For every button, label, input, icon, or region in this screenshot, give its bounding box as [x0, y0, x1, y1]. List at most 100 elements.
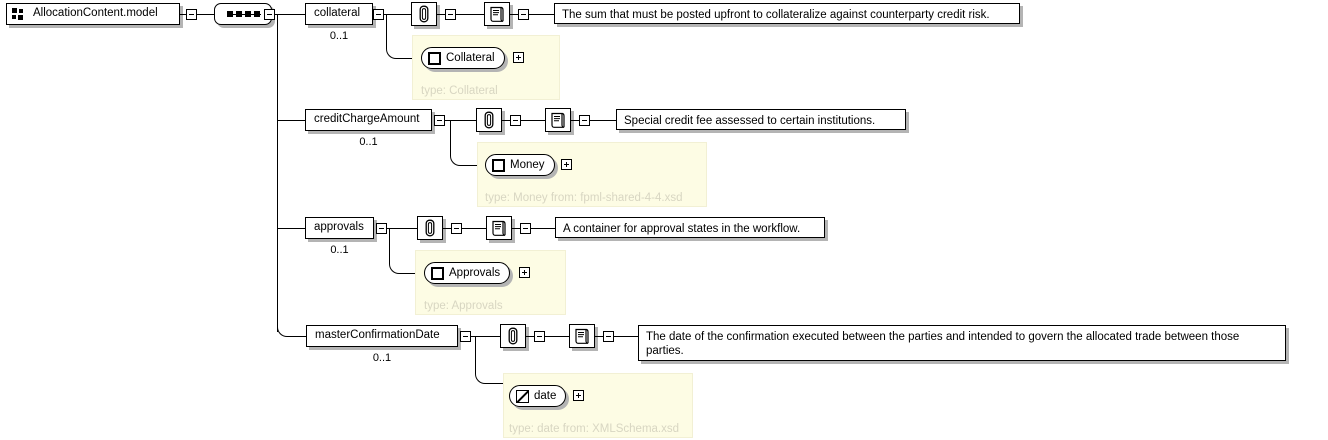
type-expand-toggle-collateral[interactable] [513, 52, 524, 63]
element-label-collateral: collateral [314, 7, 361, 20]
attachment-icon-box-creditchargeamount[interactable] [476, 108, 502, 132]
connector-toggle-to-doc-icon-masterconfirmationdate [545, 336, 569, 337]
documentation-toggle-creditchargeamount[interactable] [579, 115, 590, 126]
branch-stub-approvals [277, 228, 305, 229]
branch-stub-creditchargeamount [277, 120, 305, 121]
type-capsule-creditchargeamount[interactable]: Money [485, 154, 555, 176]
type-capsule-masterconfirmationdate[interactable]: date [509, 385, 567, 407]
connector-toggle-to-doc-icon-creditchargeamount [521, 120, 545, 121]
type-expand-toggle-masterconfirmationdate[interactable] [573, 390, 584, 401]
sequence-compositor-node[interactable] [214, 3, 272, 25]
sequence-collapse-toggle[interactable] [264, 9, 275, 20]
branch-stub-collateral [277, 14, 305, 15]
complex-type-icon [492, 158, 505, 172]
documentation-icon [492, 220, 506, 236]
connector-type-entry-masterconfirmationdate [494, 383, 503, 384]
paperclip-icon [508, 327, 518, 345]
attachment-toggle-masterconfirmationdate[interactable] [534, 331, 545, 342]
element-box-creditchargeamount[interactable]: creditChargeAmount [305, 109, 432, 131]
attachment-toggle-approvals[interactable] [451, 223, 462, 234]
type-name-masterconfirmationdate: date [534, 390, 557, 402]
complex-type-icon [428, 51, 441, 65]
type-expand-toggle-creditchargeamount[interactable] [561, 159, 572, 170]
paperclip-icon [425, 219, 435, 237]
connector-type-entry-creditchargeamount [468, 165, 477, 166]
connector-attachment-to-toggle-approvals [443, 228, 451, 229]
attachment-toggle-collateral[interactable] [445, 9, 456, 20]
root-collapse-toggle[interactable] [186, 9, 197, 20]
documentation-toggle-collateral[interactable] [518, 9, 529, 20]
connector-toggle-to-docbox-masterconfirmationdate [614, 336, 638, 337]
type-caption-collateral: type: Collateral [421, 85, 498, 97]
type-capsule-approvals[interactable]: Approvals [424, 262, 511, 284]
creditchargeamount-collapse-toggle[interactable] [434, 115, 445, 126]
attachment-icon-box-collateral[interactable] [411, 2, 437, 26]
cardinality-masterconfirmationdate: 0..1 [372, 352, 392, 364]
element-box-collateral[interactable]: collateral [305, 3, 373, 25]
documentation-toggle-masterconfirmationdate[interactable] [603, 331, 614, 342]
connector-toggle-to-doc-icon-collateral [456, 14, 484, 15]
connector-toggle-to-docbox-approvals [531, 228, 555, 229]
connector-root-to-toggle [180, 14, 186, 15]
connector-masterconfirmationdate-to-attachment [471, 336, 500, 337]
documentation-box-collateral: The sum that must be posted upfront to c… [554, 3, 1020, 24]
type-name-collateral: Collateral [446, 52, 495, 64]
documentation-icon-box-collateral[interactable] [484, 2, 510, 26]
type-expand-toggle-approvals[interactable] [519, 267, 530, 278]
connector-type-entry-approvals [406, 273, 415, 274]
simple-type-icon [516, 389, 529, 403]
connector-masterconfirmationdate-to-type [475, 336, 496, 384]
documentation-box-approvals: A container for approval states in the w… [555, 217, 825, 238]
connector-type-entry-collateral [403, 58, 412, 59]
root-model-group-box[interactable]: AllocationContent.model [6, 3, 180, 25]
attachment-icon-box-approvals[interactable] [417, 216, 443, 240]
connector-doc-icon-to-toggle-creditchargeamount [571, 120, 579, 121]
branch-elbow-masterconfirmationdate [277, 326, 294, 337]
connector-approvals-to-type [389, 228, 408, 274]
masterconfirmationdate-collapse-toggle[interactable] [460, 331, 471, 342]
tree-spine [277, 14, 278, 332]
connector-doc-icon-to-toggle-masterconfirmationdate [595, 336, 603, 337]
type-caption-approvals: type: Approvals [424, 300, 503, 312]
connector-toggle-to-doc-icon-approvals [462, 228, 486, 229]
documentation-icon-box-approvals[interactable] [486, 216, 512, 240]
model-group-icon [12, 7, 25, 21]
complex-type-icon [431, 266, 444, 280]
attachment-toggle-creditchargeamount[interactable] [510, 115, 521, 126]
type-capsule-collateral[interactable]: Collateral [421, 47, 505, 69]
approvals-collapse-toggle[interactable] [376, 223, 387, 234]
cardinality-collateral: 0..1 [329, 30, 349, 42]
cardinality-creditchargeamount: 0..1 [359, 136, 378, 148]
documentation-icon [551, 112, 565, 128]
connector-doc-icon-to-toggle-collateral [510, 14, 518, 15]
collateral-collapse-toggle[interactable] [373, 9, 384, 20]
type-caption-masterconfirmationdate: type: date from: XMLSchema.xsd [509, 423, 680, 435]
connector-collateral-to-type [386, 14, 405, 59]
documentation-box-creditchargeamount: Special credit fee assessed to certain i… [616, 109, 906, 130]
connector-attachment-to-toggle-masterconfirmationdate [526, 336, 534, 337]
documentation-icon-box-creditchargeamount[interactable] [545, 108, 571, 132]
attachment-icon-box-masterconfirmationdate[interactable] [500, 324, 526, 348]
connector-toggle-to-sequence [197, 14, 214, 15]
documentation-box-masterconfirmationdate: The date of the confirmation executed be… [638, 325, 1286, 361]
element-box-masterconfirmationdate[interactable]: masterConfirmationDate [306, 325, 458, 347]
element-label-approvals: approvals [314, 221, 364, 234]
element-label-masterconfirmationdate: masterConfirmationDate [315, 329, 440, 342]
type-caption-creditchargeamount: type: Money from: fpml-shared-4-4.xsd [485, 192, 683, 204]
paperclip-icon [484, 111, 494, 129]
documentation-icon-box-masterconfirmationdate[interactable] [569, 324, 595, 348]
paperclip-icon [419, 5, 429, 23]
connector-attachment-to-toggle-collateral [437, 14, 445, 15]
branch-stub-masterconfirmationdate [292, 336, 306, 337]
element-box-approvals[interactable]: approvals [305, 217, 374, 239]
documentation-icon [575, 328, 589, 344]
connector-attachment-to-toggle-creditchargeamount [502, 120, 510, 121]
connector-doc-icon-to-toggle-approvals [512, 228, 520, 229]
documentation-icon [490, 6, 504, 22]
cardinality-approvals: 0..1 [330, 244, 349, 256]
connector-toggle-to-docbox-creditchargeamount [590, 120, 616, 121]
type-name-approvals: Approvals [449, 267, 501, 279]
documentation-toggle-approvals[interactable] [520, 223, 531, 234]
root-label: AllocationContent.model [33, 7, 158, 20]
